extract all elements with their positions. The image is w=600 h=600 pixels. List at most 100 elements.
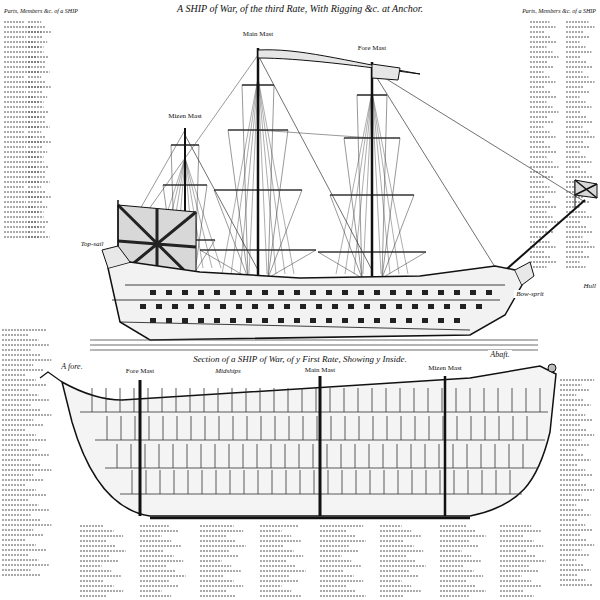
list-entry	[4, 92, 26, 93]
list-entry	[4, 122, 30, 123]
list-entry	[560, 380, 594, 381]
list-entry	[320, 541, 366, 542]
list-entry	[80, 556, 109, 557]
list-entry	[530, 92, 551, 93]
list-entry	[28, 62, 40, 63]
list-entry	[560, 505, 576, 506]
deck-timber	[499, 416, 500, 440]
list-entry	[2, 565, 49, 566]
list-entry	[560, 545, 594, 546]
deck-timber	[496, 470, 497, 494]
rigging-line	[242, 85, 248, 278]
list-entry	[530, 27, 556, 28]
list-entry	[440, 576, 483, 577]
list-entry	[530, 67, 554, 68]
deck-timber	[484, 388, 485, 412]
list-entry	[140, 581, 169, 582]
list-entry	[566, 227, 587, 228]
list-entry	[566, 167, 581, 168]
list-entry	[140, 591, 162, 592]
sea-wave	[90, 340, 538, 341]
deck-timber	[145, 444, 146, 468]
list-entry	[28, 67, 45, 68]
list-entry	[28, 177, 45, 178]
list-entry	[380, 546, 414, 547]
list-entry	[500, 566, 529, 567]
list-entry	[566, 242, 589, 243]
list-entry	[566, 87, 584, 88]
rigging-line	[382, 95, 387, 278]
list-entry	[530, 112, 559, 113]
deck-timber	[135, 416, 136, 440]
list-entry	[200, 536, 226, 537]
gun-port	[246, 318, 252, 323]
list-entry	[320, 596, 366, 597]
list-entry	[2, 555, 28, 556]
list-entry	[560, 500, 589, 501]
plate-title: A SHIP of War, of the third Rate, With R…	[175, 3, 425, 15]
list-entry	[440, 546, 478, 547]
gun-port	[214, 318, 220, 323]
list-entry	[80, 526, 104, 527]
deck-timber	[345, 416, 346, 440]
deck-timber	[425, 444, 426, 468]
gun-port	[220, 304, 226, 309]
list-entry	[2, 350, 31, 351]
list-entry	[80, 541, 106, 542]
gun-port	[470, 290, 476, 295]
list-entry	[80, 576, 121, 577]
deck-timber	[481, 444, 482, 468]
deck-timber	[412, 470, 413, 494]
list-entry	[560, 475, 592, 476]
deck-timber	[300, 470, 301, 494]
deck-timber	[232, 388, 233, 412]
list-entry	[2, 560, 38, 561]
list-entry	[566, 162, 592, 163]
list-entry	[530, 207, 557, 208]
deck-timber	[274, 388, 275, 412]
deck-timber	[92, 388, 93, 412]
deck-timber	[467, 444, 468, 468]
deck-timber	[219, 416, 220, 440]
deck-timber	[174, 470, 175, 494]
list-entry	[28, 182, 50, 183]
list-entry	[28, 27, 46, 28]
list-entry	[4, 147, 26, 148]
mast-label: Fore Mast	[356, 44, 389, 52]
list-entry	[560, 585, 592, 586]
deck-timber	[134, 388, 135, 412]
deck-timber	[188, 470, 189, 494]
deck-timber	[106, 388, 107, 412]
list-entry	[4, 187, 24, 188]
list-entry	[566, 72, 583, 73]
list-entry	[2, 395, 38, 396]
list-entry	[200, 576, 224, 577]
list-entry	[2, 500, 28, 501]
list-entry	[530, 47, 547, 48]
list-entry	[4, 182, 39, 183]
list-entry	[200, 596, 236, 597]
list-entry	[530, 227, 548, 228]
deck-timber	[275, 416, 276, 440]
list-entry	[2, 400, 49, 401]
list-entry	[4, 77, 24, 78]
list-entry	[28, 212, 39, 213]
rigging-line	[357, 95, 362, 278]
list-entry	[80, 531, 114, 532]
list-entry	[260, 531, 282, 532]
deck-timber	[369, 444, 370, 468]
list-entry	[2, 435, 36, 436]
gun-port	[332, 304, 338, 309]
list-entry	[2, 405, 31, 406]
list-entry	[4, 217, 28, 218]
list-entry	[560, 470, 585, 471]
list-entry	[530, 62, 548, 63]
direction-label: A fore.	[59, 362, 84, 371]
list-entry	[140, 526, 169, 527]
list-entry	[566, 27, 595, 28]
list-entry	[440, 541, 469, 542]
list-entry	[566, 57, 581, 58]
deck-timber	[288, 388, 289, 412]
list-entry	[2, 480, 44, 481]
list-entry	[2, 415, 51, 416]
